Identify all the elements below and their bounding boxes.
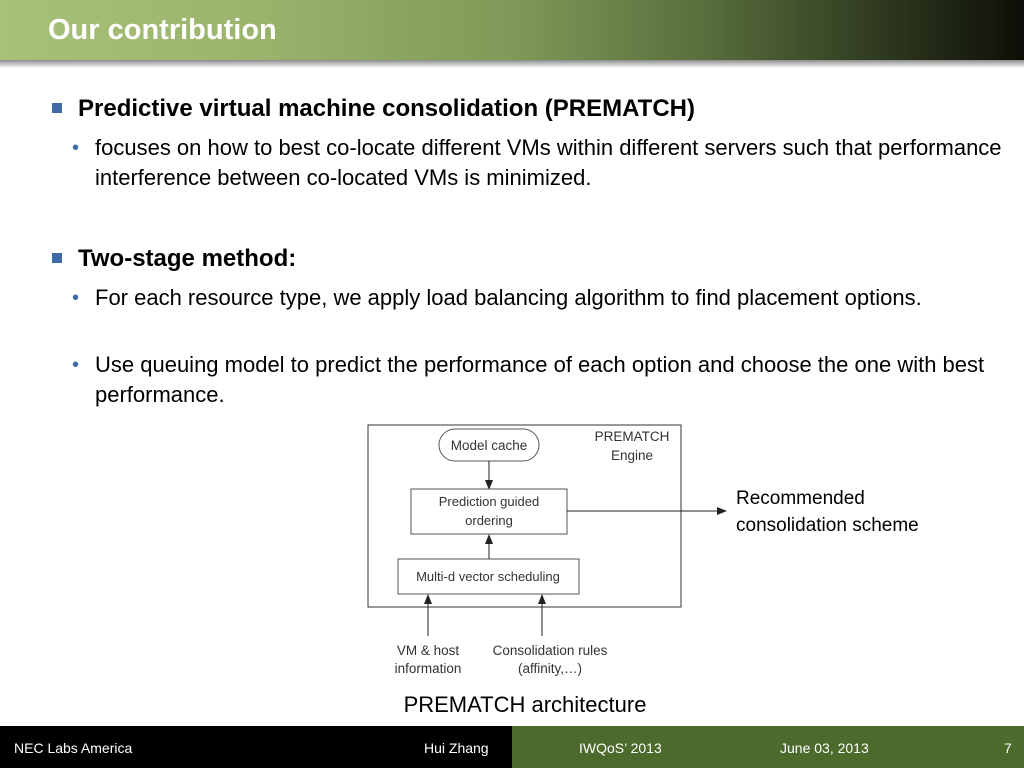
model-cache-label: Model cache <box>451 438 528 453</box>
input-rules-label-line2: (affinity,…) <box>518 661 582 676</box>
bullet-text: Predictive virtual machine consolidation… <box>78 95 695 122</box>
footer-green-section <box>512 726 1024 768</box>
output-label: Recommended consolidation scheme <box>736 485 976 539</box>
dot-bullet-icon: • <box>72 137 80 159</box>
output-label-line1: Recommended <box>736 488 865 509</box>
footer-org: NEC Labs America <box>14 740 133 756</box>
footer-author: Hui Zhang <box>424 740 489 756</box>
dot-bullet-icon: • <box>72 287 80 309</box>
input-vm-label-line2: information <box>395 661 462 676</box>
sub-bullet-text: Use queuing model to predict the perform… <box>95 352 985 407</box>
prediction-label-line1: Prediction guided <box>439 494 539 509</box>
engine-label-line1: PREMATCH <box>595 429 670 444</box>
engine-label-line2: Engine <box>611 448 653 463</box>
square-bullet-icon <box>52 103 62 113</box>
footer-page-number: 7 <box>1004 740 1012 756</box>
prediction-label-line2: ordering <box>465 513 513 528</box>
scheduling-node <box>397 558 580 595</box>
output-label-line2: consolidation scheme <box>736 515 919 536</box>
input-rules-label-line1: Consolidation rules <box>493 643 608 658</box>
footer-date: June 03, 2013 <box>780 740 869 756</box>
slide-title: Our contribution <box>48 14 277 46</box>
square-bullet-icon <box>52 253 62 263</box>
footer-venue: IWQoS’ 2013 <box>579 740 662 756</box>
title-bar <box>0 0 1024 60</box>
sub-bullet-text: focuses on how to best co-locate differe… <box>95 135 1002 190</box>
bullet-text: Two-stage method: <box>78 245 297 272</box>
title-bar-shadow <box>0 60 1024 68</box>
figure-caption: PREMATCH architecture <box>403 692 647 717</box>
input-vm-label-line1: VM & host <box>397 643 460 658</box>
sub-bullet-text: For each resource type, we apply load ba… <box>95 285 922 310</box>
dot-bullet-icon: • <box>72 354 80 376</box>
prematch-engine-box <box>367 424 682 608</box>
scheduling-label: Multi-d vector scheduling <box>416 569 560 584</box>
